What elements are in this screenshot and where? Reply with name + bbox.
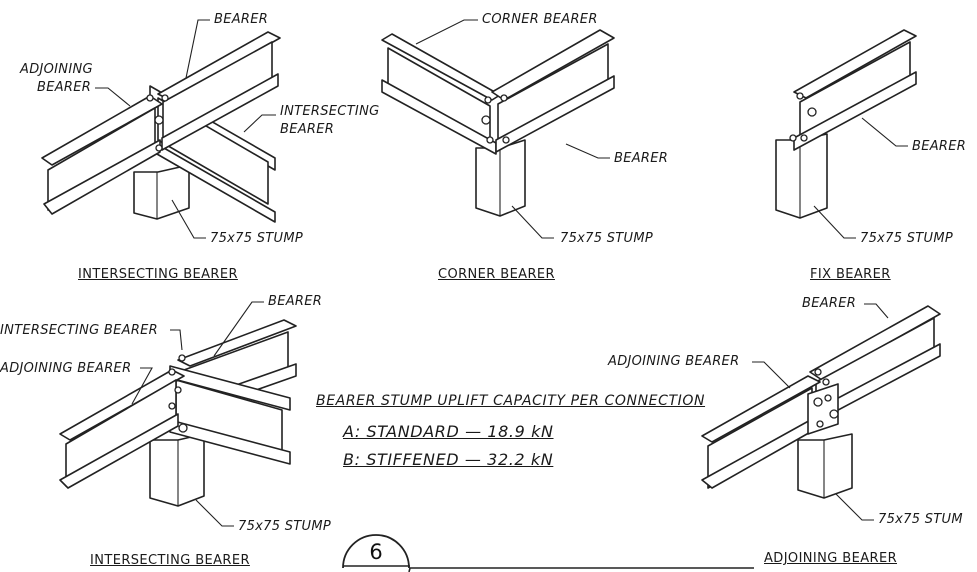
label-intersecting: INTERSECTING [280, 104, 380, 119]
label-adjoining-bearer: BEARER [37, 80, 92, 95]
detail-title-intersecting-bearer: INTERSECTING BEARER [78, 267, 238, 282]
label-adjoining-bearer: ADJOINING BEARER [608, 354, 740, 369]
detail-number: 6 [369, 540, 383, 564]
label-stump: 75x75 STUM [878, 512, 963, 527]
label-adjoining-bearer: ADJOINING BEARER [0, 361, 132, 376]
capacity-standard: A: STANDARD — 18.9 kN [343, 422, 554, 441]
intersecting-bearer-bottom-drawing [59, 301, 297, 527]
detail-title-corner-bearer: CORNER BEARER [438, 267, 555, 282]
detail-title-fix-bearer: FIX BEARER [810, 267, 891, 282]
detail-title-intersecting-bearer: INTERSECTING BEARER [90, 553, 250, 568]
label-stump: 75x75 STUMP [560, 231, 653, 246]
detail-title-adjoining-bearer: ADJOINING BEARER [764, 551, 897, 566]
label-corner-bearer: CORNER BEARER [482, 12, 598, 27]
label-stump: 75x75 STUMP [238, 519, 331, 534]
fix-bearer-drawing [775, 29, 917, 239]
label-adjoining: ADJOINING [20, 62, 93, 77]
label-stump: 75x75 STUMP [210, 231, 303, 246]
label-bearer: BEARER [214, 12, 269, 27]
corner-bearer-drawing [381, 19, 615, 239]
intersecting-bearer-top-drawing [41, 19, 281, 239]
capacity-heading: BEARER STUMP UPLIFT CAPACITY PER CONNECT… [316, 393, 706, 409]
capacity-stiffened: B: STIFFENED — 32.2 kN [343, 450, 554, 469]
label-intersecting-bearer: INTERSECTING BEARER [0, 323, 158, 338]
label-bearer: BEARER [268, 294, 323, 309]
detail-reference-marker [342, 534, 754, 572]
label-stump: 75x75 STUMP [860, 231, 953, 246]
label-bearer: BEARER [614, 151, 669, 166]
label-bearer: BEARER [912, 139, 967, 154]
label-intersecting-bearer: BEARER [280, 122, 335, 137]
adjoining-bearer-drawing [701, 303, 941, 521]
label-bearer: BEARER [802, 296, 857, 311]
